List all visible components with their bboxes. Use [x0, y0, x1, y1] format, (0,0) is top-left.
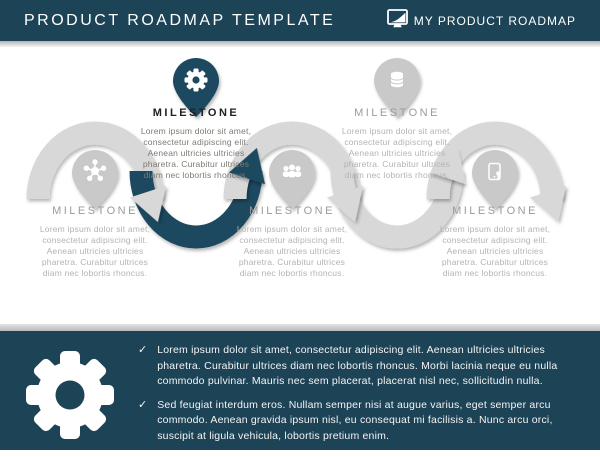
page-title: PRODUCT ROADMAP TEMPLATE [24, 11, 336, 29]
bullet-text: Sed feugiat interdum eros. Nullam semper… [157, 398, 553, 442]
database-icon [390, 71, 404, 88]
bullet-list: ✓ Lorem ipsum dolor sit amet, consectetu… [138, 343, 578, 452]
bullet-item: ✓ Sed feugiat interdum eros. Nullam semp… [138, 398, 578, 445]
milestone-pin-2-active [173, 58, 219, 117]
gear-icon [184, 68, 208, 92]
milestone-title: MILESTONE [52, 205, 138, 217]
people-icon [282, 164, 302, 178]
milestone-3: MILESTONE Lorem ipsum dolor sit amet, co… [232, 205, 352, 279]
arrowhead-1 [129, 185, 167, 223]
arrowhead-4 [429, 147, 467, 185]
milestone-title: MILESTONE [249, 205, 335, 217]
network-icon [83, 159, 107, 182]
bullet-text: Lorem ipsum dolor sit amet, consectetur … [157, 344, 558, 387]
milestone-pin-1 [72, 150, 118, 209]
milestone-description: Lorem ipsum dolor sit amet, consectetur … [236, 224, 348, 278]
milestone-description: Lorem ipsum dolor sit amet, consectetur … [341, 126, 453, 180]
monitor-chart-icon [386, 8, 408, 33]
milestone-5: MILESTONE Lorem ipsum dolor sit amet, co… [435, 205, 555, 279]
milestone-2: MILESTONE Lorem ipsum dolor sit amet, co… [136, 107, 256, 181]
arrowhead-3 [326, 185, 364, 223]
gear-icon [10, 333, 130, 457]
milestone-description: Lorem ipsum dolor sit amet, consectetur … [39, 224, 151, 278]
section-divider [0, 324, 600, 331]
check-icon: ✓ [138, 344, 148, 356]
brand-logo: MY PRODUCT ROADMAP [386, 8, 576, 33]
brand-name: MY PRODUCT ROADMAP [413, 13, 576, 28]
timeline-graphic [26, 58, 567, 249]
milestone-pin-3 [269, 150, 315, 209]
milestone-title: MILESTONE [354, 107, 440, 119]
arrowhead-5 [529, 185, 567, 223]
milestone-title: MILESTONE [152, 107, 240, 119]
mobile-touch-icon [488, 162, 501, 181]
header-divider [0, 41, 600, 47]
milestone-4: MILESTONE Lorem ipsum dolor sit amet, co… [337, 107, 457, 181]
milestone-description: Lorem ipsum dolor sit amet, consectetur … [439, 224, 551, 278]
header: PRODUCT ROADMAP TEMPLATE MY PRODUCT ROAD… [0, 0, 600, 41]
milestone-1: MILESTONE Lorem ipsum dolor sit amet, co… [35, 205, 155, 279]
milestone-description: Lorem ipsum dolor sit amet, consectetur … [140, 126, 252, 180]
bullet-item: ✓ Lorem ipsum dolor sit amet, consectetu… [138, 343, 578, 390]
timeline-section: MILESTONE Lorem ipsum dolor sit amet, co… [0, 47, 600, 324]
arc-segment-1 [26, 121, 164, 200]
footer-section: ✓ Lorem ipsum dolor sit amet, consectetu… [0, 331, 600, 450]
check-icon: ✓ [138, 398, 148, 411]
milestone-pin-5 [472, 150, 518, 209]
milestone-title: MILESTONE [452, 205, 538, 217]
milestone-pin-4 [374, 58, 420, 117]
arrowhead-2-active [228, 147, 266, 185]
